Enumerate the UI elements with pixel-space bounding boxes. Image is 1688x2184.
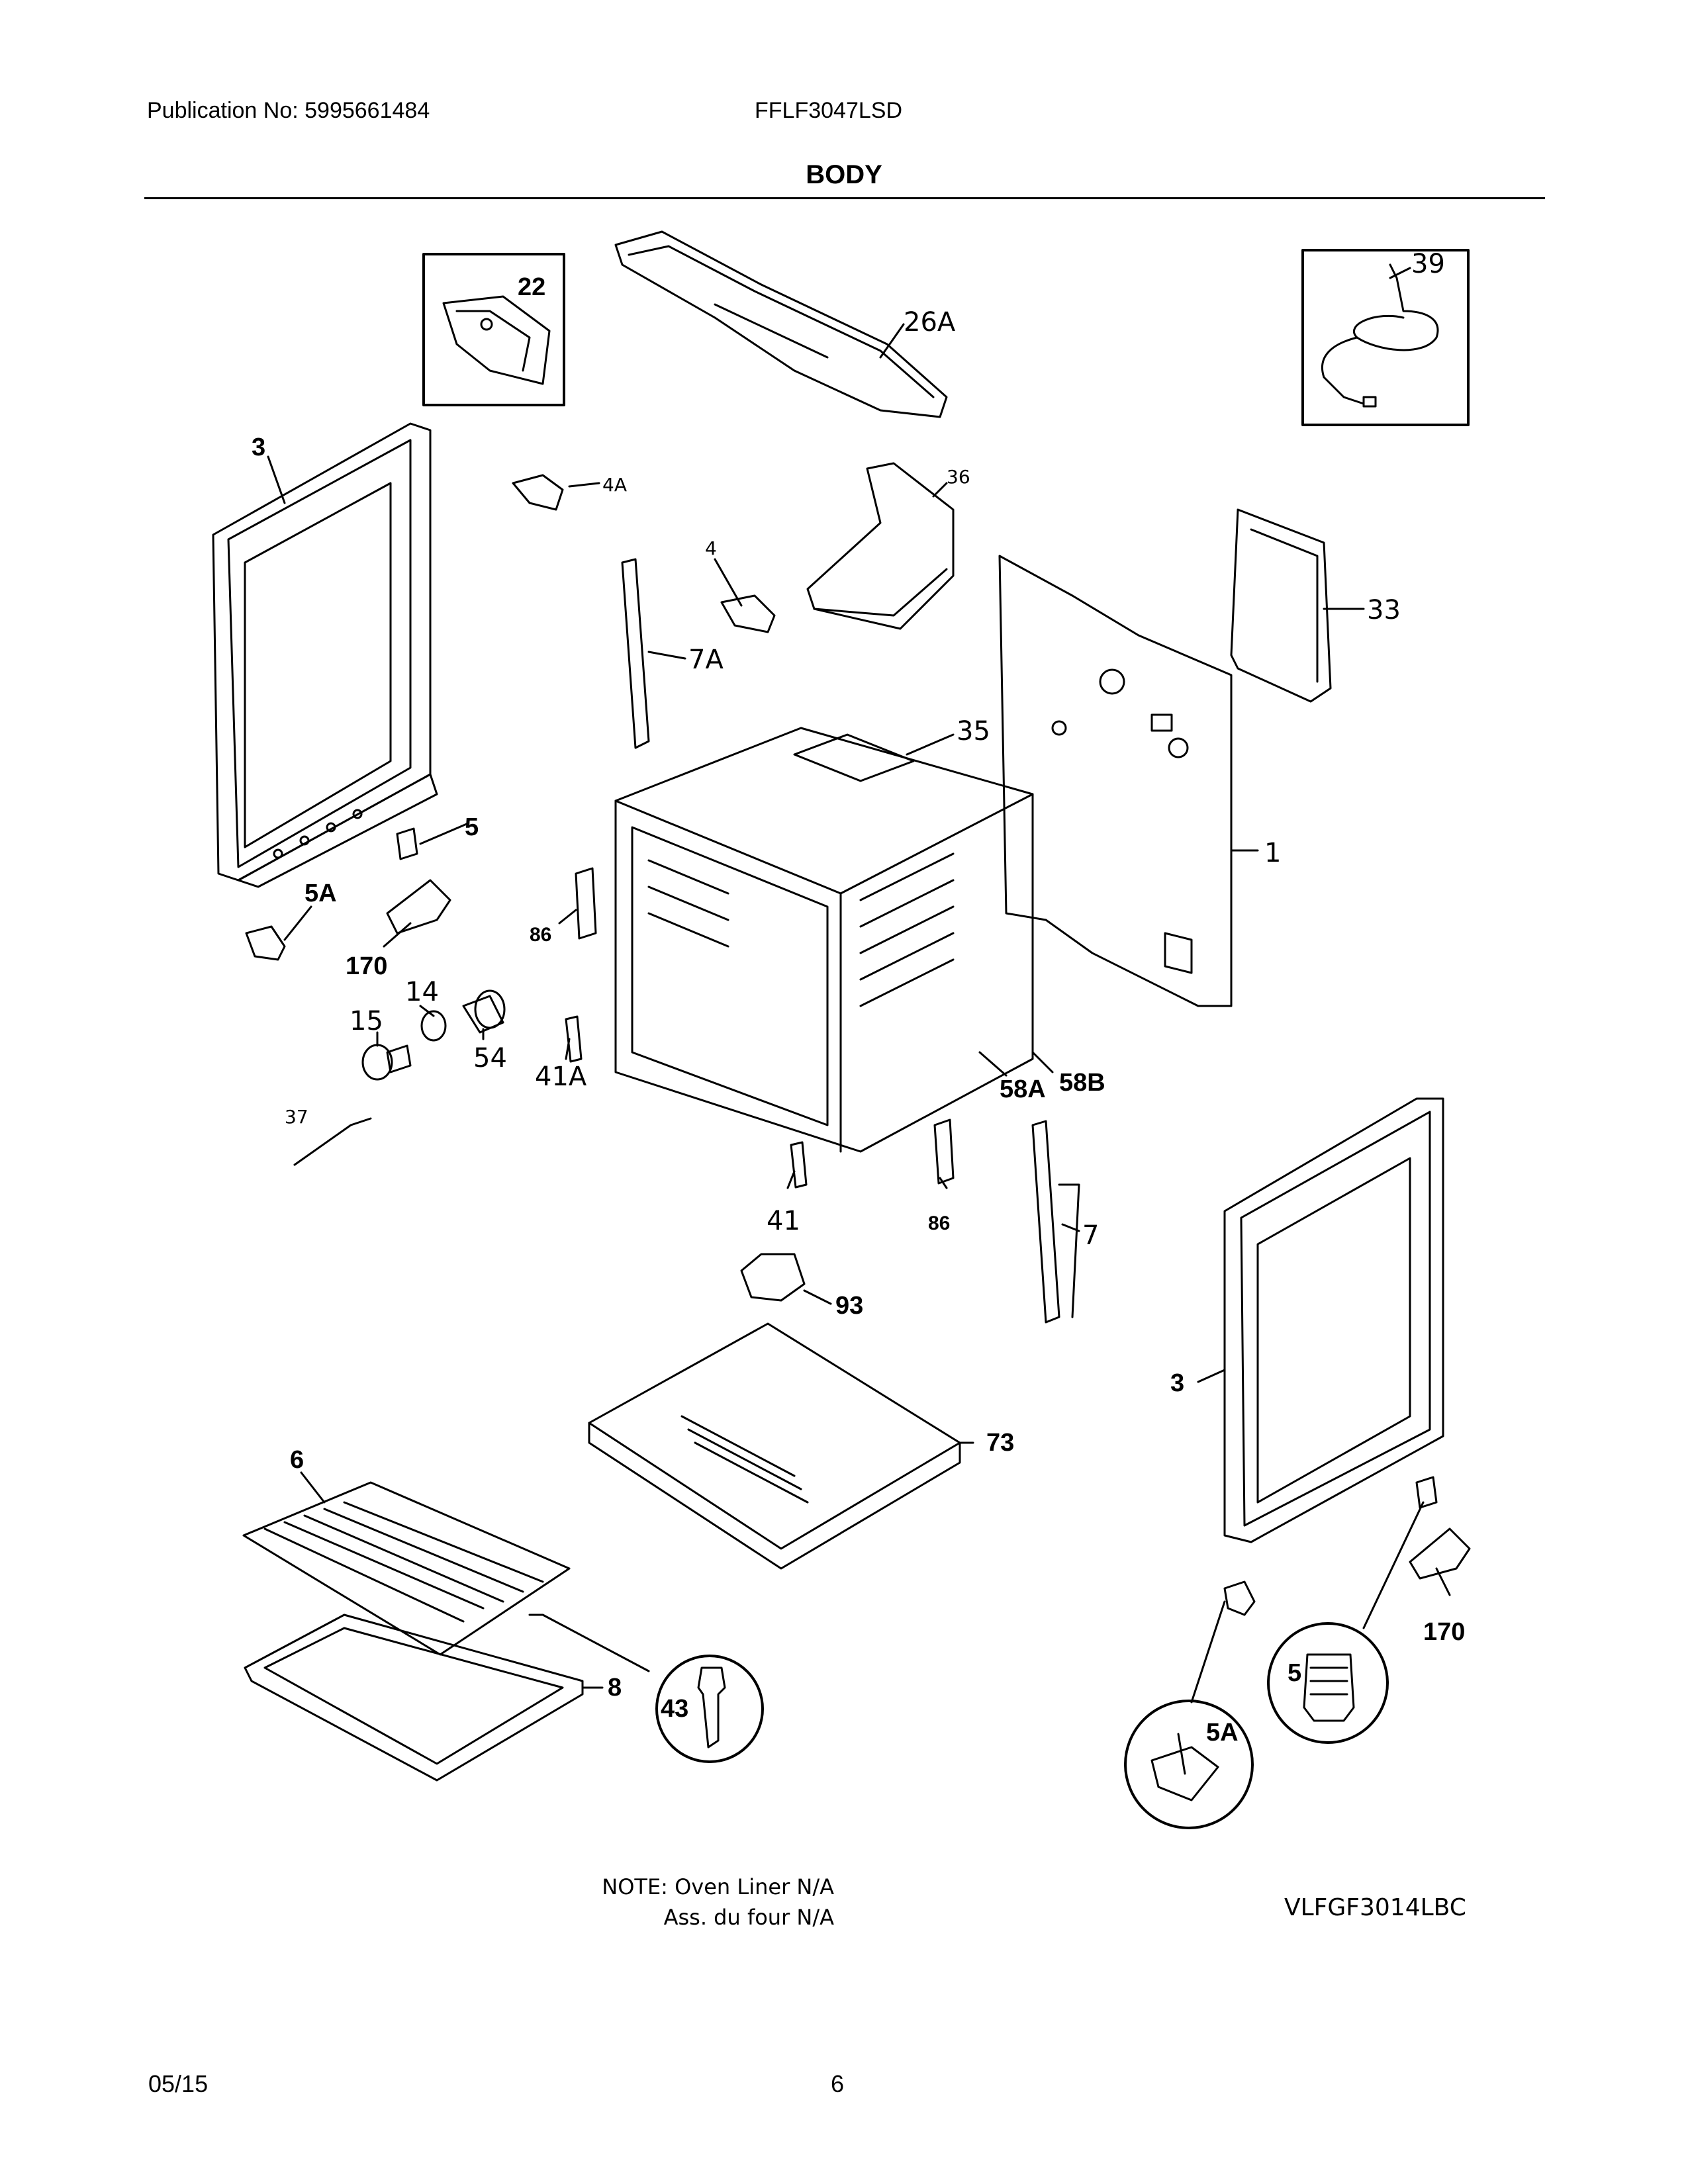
note-oven-liner: NOTE: Oven Liner N/A bbox=[602, 1874, 834, 1899]
callout-170-left: 170 bbox=[346, 952, 387, 980]
leader-lines bbox=[267, 267, 1451, 1689]
part-43-screw-detail bbox=[528, 1614, 764, 1763]
page-title: BODY bbox=[806, 160, 882, 189]
part-170-bracket-right bbox=[1409, 1527, 1471, 1580]
oven-cavity bbox=[614, 727, 1034, 1153]
part-6-oven-rack bbox=[242, 1481, 571, 1656]
callout-33: 33 bbox=[1367, 595, 1401, 625]
callout-86-right: 86 bbox=[928, 1212, 950, 1234]
part-5-leveler bbox=[396, 827, 418, 860]
part-14-socket bbox=[420, 1010, 447, 1042]
part-5-leveler-right bbox=[1415, 1476, 1438, 1509]
callout-4a: 4A bbox=[602, 474, 627, 496]
note-oven-liner-french: Ass. du four N/A bbox=[663, 1905, 834, 1930]
callout-36: 36 bbox=[947, 466, 970, 488]
part-4-bracket bbox=[720, 594, 776, 633]
callout-37: 37 bbox=[285, 1106, 308, 1128]
callout-5-left: 5 bbox=[465, 813, 479, 841]
part-7a-hinge bbox=[621, 558, 650, 749]
model-number: FFLF3047LSD bbox=[755, 98, 902, 123]
callout-86-left: 86 bbox=[530, 924, 551, 946]
part-35-bracket bbox=[793, 733, 915, 782]
callout-5a-detail: 5A bbox=[1206, 1719, 1239, 1747]
part-36-duct bbox=[806, 462, 955, 630]
callout-35: 35 bbox=[957, 716, 990, 747]
callout-7a: 7A bbox=[688, 645, 724, 675]
callout-6: 6 bbox=[290, 1446, 304, 1474]
callout-1: 1 bbox=[1264, 838, 1281, 868]
page-number: 6 bbox=[831, 2070, 845, 2097]
part-7-hinge bbox=[1031, 1120, 1080, 1324]
part-170-bracket bbox=[386, 879, 451, 934]
part-5a-bracket-right bbox=[1223, 1580, 1256, 1616]
part-5a-bracket bbox=[245, 925, 286, 961]
part-93-knob bbox=[740, 1253, 806, 1302]
callout-4: 4 bbox=[705, 537, 717, 559]
part-8-drawer bbox=[244, 1614, 584, 1782]
callout-8: 8 bbox=[608, 1674, 622, 1702]
callout-3-right: 3 bbox=[1170, 1369, 1184, 1397]
part-37-wire bbox=[293, 1117, 372, 1166]
part-73-bottom-panel bbox=[588, 1322, 961, 1570]
callout-54: 54 bbox=[473, 1043, 507, 1073]
callout-5-detail: 5 bbox=[1288, 1659, 1301, 1687]
callout-58b: 58B bbox=[1059, 1069, 1105, 1097]
callout-58a: 58A bbox=[1000, 1075, 1046, 1103]
part-3-side-panel-right bbox=[1223, 1097, 1444, 1543]
callout-3-left: 3 bbox=[252, 433, 265, 461]
header-rule bbox=[144, 197, 1545, 199]
part-41a-bracket bbox=[565, 1015, 583, 1063]
callout-7: 7 bbox=[1082, 1220, 1099, 1251]
part-15-bulb bbox=[361, 1044, 412, 1081]
callout-43: 43 bbox=[661, 1695, 688, 1723]
footer-date: 05/15 bbox=[148, 2070, 209, 2097]
callout-14: 14 bbox=[405, 977, 439, 1007]
callout-39: 39 bbox=[1411, 249, 1445, 279]
figure-code: VLFGF3014LBC bbox=[1284, 1894, 1466, 1921]
callout-26a: 26A bbox=[904, 307, 956, 338]
callout-15: 15 bbox=[350, 1006, 383, 1036]
callout-41: 41 bbox=[767, 1206, 800, 1236]
part-26a-bracket bbox=[614, 230, 948, 418]
callout-5a-left: 5A bbox=[305, 880, 337, 907]
callout-170-right: 170 bbox=[1423, 1618, 1465, 1646]
part-39-box bbox=[1301, 249, 1470, 426]
callout-73: 73 bbox=[986, 1429, 1014, 1457]
part-3-side-panel-left bbox=[212, 422, 438, 888]
part-5-detail bbox=[1267, 1501, 1425, 1744]
part-1-back-panel bbox=[998, 555, 1233, 1007]
part-86-bracket bbox=[575, 867, 597, 940]
part-4a-bracket bbox=[512, 474, 564, 511]
part-5a-detail bbox=[1124, 1600, 1254, 1829]
callout-93: 93 bbox=[835, 1292, 863, 1320]
callout-41a: 41A bbox=[535, 1062, 587, 1092]
publication-number: Publication No: 5995661484 bbox=[147, 98, 430, 123]
part-22-box bbox=[422, 253, 565, 406]
part-41-bracket bbox=[790, 1141, 808, 1189]
callout-22: 22 bbox=[518, 273, 545, 301]
part-54-lens bbox=[462, 989, 506, 1034]
part-33-bracket bbox=[1230, 508, 1332, 703]
part-86-bracket-right bbox=[933, 1118, 955, 1185]
